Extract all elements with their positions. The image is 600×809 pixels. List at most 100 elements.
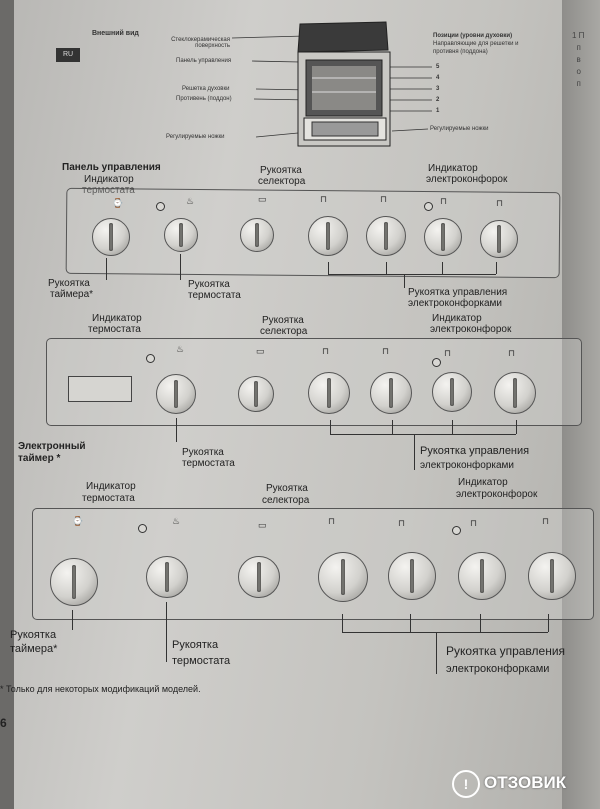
panel1-hob-indicator-label-2: электроконфорок [426, 174, 508, 185]
panel3-timer-knob-label-1: Рукоятка [10, 629, 57, 641]
panel1-hob-knobs-label-1: Рукоятка управления [408, 287, 508, 298]
panel1-hob-indicator-label-1: Индикатор [428, 163, 478, 174]
panel2-hob-knobs-label-1: Рукоятка управления [420, 445, 530, 457]
panel1-hob-knob-2[interactable] [366, 216, 406, 256]
panel3-thermostat-knob-label-1: Рукоятка [172, 639, 219, 651]
panel3-thermostat-indicator-label-2: термостата [82, 493, 135, 504]
panel3-hob-icon-1: ⊓ [328, 516, 336, 526]
panel3-timer-icon: ⌚ [72, 516, 84, 526]
baking-tray-label: Противень (поддон) [176, 96, 232, 102]
control-panel-3 [32, 508, 594, 620]
panel1-timer-leader [106, 258, 107, 280]
level-3: 3 [436, 86, 440, 92]
panel1-hob-knob-4[interactable] [480, 220, 518, 258]
panel2-hob-indicator-label-2: электроконфорок [430, 324, 512, 335]
panel1-thermostat-knob-label-2: термостата [188, 290, 241, 301]
panel3-hob-knob-2[interactable] [388, 552, 436, 600]
manual-page [14, 0, 562, 809]
panel3-hob-knobs-label-2: электроконфорками [446, 663, 550, 675]
level-1: 1 [436, 108, 440, 114]
panel2-bracket-3 [392, 420, 393, 434]
panel2-bracket-1 [330, 420, 331, 434]
panel2-thermometer-icon: ♨ [176, 344, 185, 354]
panel1-hob-knobs-label-2: электроконфорками [408, 298, 503, 309]
panel2-hob-knob-3[interactable] [432, 372, 472, 412]
panel3-thermostat-indicator [138, 524, 147, 533]
positions-label-3: противня (поддона) [433, 49, 488, 55]
panel1-selector-knob[interactable] [240, 218, 274, 252]
panel2-hob-indicator-label-1: Индикатор [432, 313, 482, 324]
panel1-thermometer-icon: ♨ [186, 196, 195, 206]
panel2-hob-icon-1: ⊓ [322, 346, 330, 356]
panel1-hob-knob-3[interactable] [424, 218, 462, 256]
panel3-thermostat-knob[interactable] [146, 556, 188, 598]
panel1-bracket-leader [404, 274, 405, 288]
panel3-selector-knob[interactable] [238, 556, 280, 598]
panel3-bracket-leader [436, 632, 437, 674]
panel1-hob-icon-1: ⊓ [320, 194, 328, 204]
level-5: 5 [436, 64, 440, 70]
watermark-text: ОТЗОВИК [484, 773, 567, 792]
panel1-timer-knob-label-2: таймера* [50, 289, 94, 300]
panel3-timer-leader [72, 610, 73, 630]
panel1-hob-indicator [424, 202, 433, 211]
page-number: 6 [0, 716, 7, 730]
panel2-selector-label-2: селектора [260, 326, 308, 337]
panel1-timer-knob-label-1: Рукоятка [48, 278, 90, 289]
panel3-selector-label-1: Рукоятка [266, 483, 308, 494]
panel3-oven-icon: ▭ [258, 520, 267, 530]
panel1-thermostat-knob-label-1: Рукоятка [188, 279, 230, 290]
panel3-timer-knob[interactable] [50, 558, 98, 606]
panel2-thermostat-indicator-label-1: Индикатор [92, 313, 142, 324]
panel1-hob-icon-2: ⊓ [380, 194, 388, 204]
panel2-hob-icon-4: ⊓ [508, 348, 516, 358]
panel2-hob-knob-4[interactable] [494, 372, 536, 414]
electronic-timer-label-2: таймер * [18, 453, 61, 464]
panel3-bracket-1 [342, 614, 343, 632]
panel3-hob-indicator [452, 526, 461, 535]
panel3-hob-knob-1[interactable] [318, 552, 368, 602]
panel3-hob-icon-3: ⊓ [470, 518, 478, 528]
panel2-thermostat-leader [176, 418, 177, 442]
panel3-hob-knobs-label-1: Рукоятка управления [446, 644, 566, 658]
panel2-thermostat-knob-label-2: термостата [182, 458, 235, 469]
panel3-hob-indicator-label-1: Индикатор [458, 477, 508, 488]
panel1-timer-knob[interactable] [92, 218, 130, 256]
panel2-bracket-2 [516, 420, 517, 434]
level-2: 2 [436, 97, 440, 103]
panel1-hob-knob-1[interactable] [308, 216, 348, 256]
watermark-logo-icon: ! [452, 770, 480, 798]
level-4: 4 [436, 75, 440, 81]
panel1-bracket-1 [328, 262, 329, 274]
panel2-hob-indicator [432, 358, 441, 367]
panel2-hob-knob-2[interactable] [370, 372, 412, 414]
panel2-selector-knob[interactable] [238, 376, 274, 412]
panel3-hob-icon-4: ⊓ [542, 516, 550, 526]
panel3-bracket-h [342, 632, 548, 633]
panel1-bracket-h [328, 274, 496, 275]
panel3-hob-knob-3[interactable] [458, 552, 506, 600]
external-view-heading: Внешний вид [92, 30, 139, 37]
panel1-selector-label-2: селектора [258, 176, 306, 187]
panel1-thermostat-knob[interactable] [164, 218, 198, 252]
panel2-hob-knobs-label-2: электроконфорками [420, 460, 515, 471]
next-page-text: 1 П п в о п [572, 31, 585, 88]
panel1-title: Панель управления [62, 162, 161, 173]
panel1-hob-icon-4: ⊓ [496, 198, 504, 208]
panel2-thermostat-knob[interactable] [156, 374, 196, 414]
lang-badge: RU [56, 48, 80, 62]
panel1-hob-icon-3: ⊓ [440, 196, 448, 206]
panel2-hob-knob-1[interactable] [308, 372, 350, 414]
panel1-thermostat-indicator-label-1: Индикатор [84, 174, 134, 185]
panel3-bracket-4 [480, 614, 481, 632]
panel2-hob-icon-2: ⊓ [382, 346, 390, 356]
panel3-bracket-3 [410, 614, 411, 632]
feet-left-label: Регулируемые ножки [166, 134, 225, 140]
panel1-timer-icon: ⌚ [112, 198, 124, 208]
panel2-oven-icon: ▭ [256, 346, 265, 356]
panel3-hob-indicator-label-2: электроконфорок [456, 489, 538, 500]
panel3-timer-knob-label-2: таймера* [10, 643, 58, 655]
panel3-hob-knob-4[interactable] [528, 552, 576, 600]
electronic-timer-display[interactable] [68, 376, 132, 402]
